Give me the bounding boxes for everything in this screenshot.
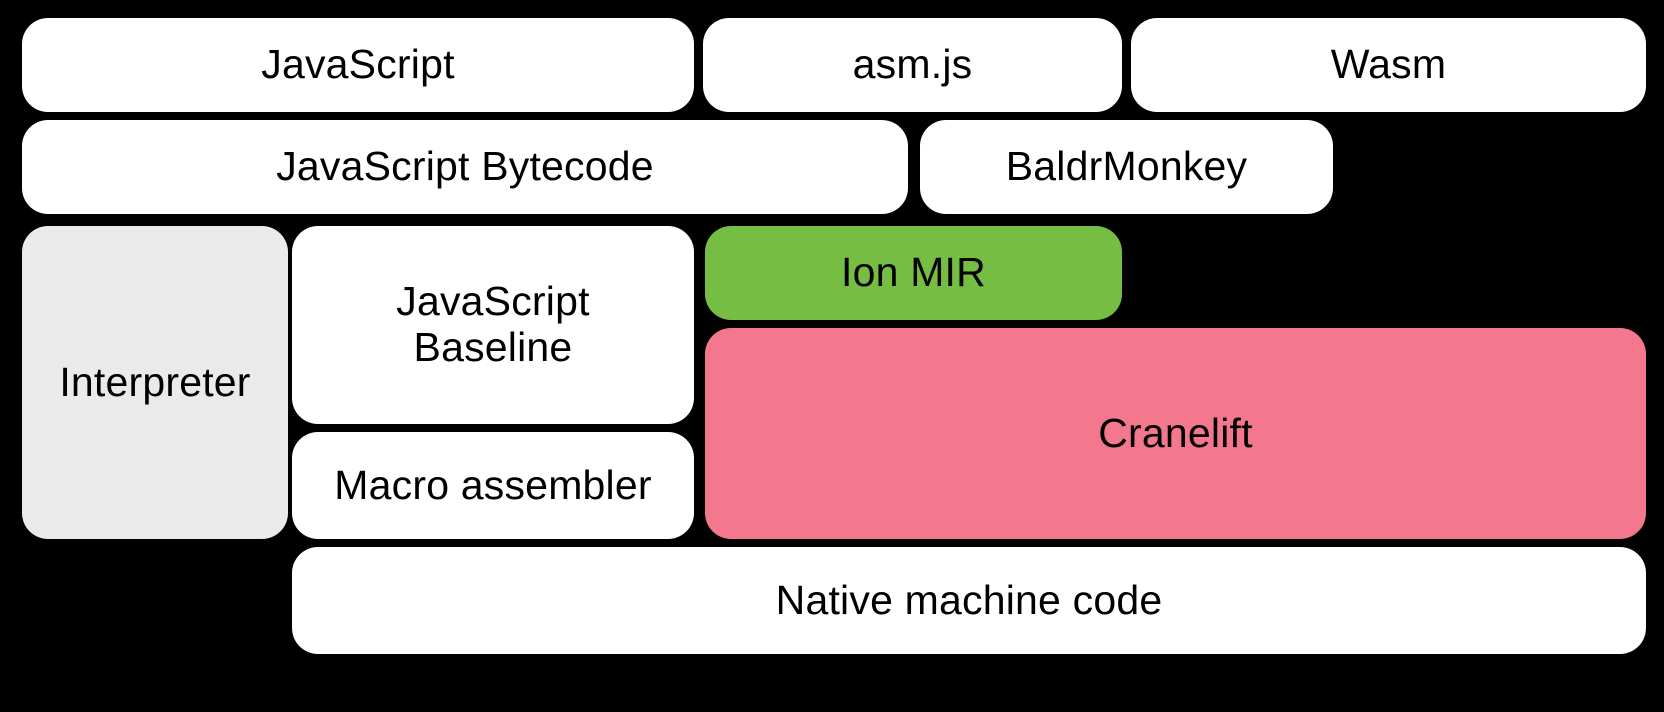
node-cranelift: Cranelift xyxy=(705,328,1646,539)
node-interpreter: Interpreter xyxy=(22,226,288,539)
node-javascript-baseline: JavaScript Baseline xyxy=(292,226,694,424)
node-macro-assembler: Macro assembler xyxy=(292,432,694,539)
node-wasm: Wasm xyxy=(1131,18,1646,112)
node-javascript-bytecode: JavaScript Bytecode xyxy=(22,120,908,214)
node-asm-js: asm.js xyxy=(703,18,1122,112)
node-baldrmonkey: BaldrMonkey xyxy=(920,120,1333,214)
node-ion-mir: Ion MIR xyxy=(705,226,1122,320)
node-native-machine-code: Native machine code xyxy=(292,547,1646,654)
node-javascript: JavaScript xyxy=(22,18,694,112)
